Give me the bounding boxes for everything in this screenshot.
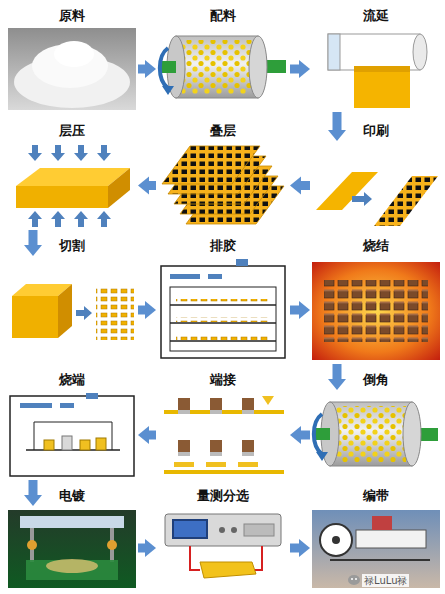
step-label: 叠层 <box>148 122 298 139</box>
arrow-shaft <box>148 181 156 190</box>
arrow-shaft <box>290 306 300 315</box>
arrow-head <box>145 301 156 319</box>
step-label: 电镀 <box>0 487 146 504</box>
process-step: 切割 <box>8 258 136 362</box>
arrow-head <box>138 177 149 195</box>
cut-block-and-chips <box>12 284 134 340</box>
arrow-shaft <box>300 431 310 440</box>
flow-arrow <box>290 177 310 195</box>
stacked-sheets <box>162 146 284 224</box>
process-step: 烧结 <box>312 258 440 362</box>
arrow-shaft <box>138 306 146 315</box>
step-label: 层压 <box>0 122 146 139</box>
flow-arrow <box>290 60 310 78</box>
process-step: 电镀 <box>8 508 136 588</box>
process-step: 原料 <box>8 28 136 110</box>
arrow-head <box>299 60 310 78</box>
flow-arrow <box>290 539 310 557</box>
process-step: 端接 <box>158 392 288 478</box>
arrow-head <box>24 245 42 256</box>
process-step: 倒角 <box>312 392 440 478</box>
arrow-shaft <box>148 431 156 440</box>
arrow-shaft <box>290 544 300 553</box>
arrow-head <box>299 539 310 557</box>
flow-arrow <box>24 480 42 506</box>
step-label: 烧结 <box>302 237 445 254</box>
arrow-shaft <box>138 544 146 553</box>
process-step: 排胶 <box>158 258 288 362</box>
lamination-press <box>16 145 130 227</box>
process-step: 配料 <box>158 28 288 110</box>
step-label: 端接 <box>148 371 298 388</box>
process-step: 层压 <box>8 143 136 228</box>
step-label: 量测分选 <box>148 487 298 504</box>
step-label: 倒角 <box>302 371 445 388</box>
flow-arrow <box>138 177 156 195</box>
flow-arrow <box>138 60 156 78</box>
arrow-head <box>328 130 346 141</box>
arrow-head <box>145 60 156 78</box>
arrow-shaft <box>138 65 146 74</box>
powder-photo <box>8 28 136 110</box>
flow-arrow <box>138 426 156 444</box>
arrow-shaft <box>290 65 300 74</box>
printed-sheets <box>316 172 438 226</box>
process-step: 量测分选 <box>158 508 288 588</box>
arrow-shaft <box>300 181 310 190</box>
step-label: 原料 <box>0 7 146 24</box>
arrow-head <box>290 426 301 444</box>
flow-arrow <box>138 301 156 319</box>
step-label: 烧端 <box>0 371 146 388</box>
arrow-head <box>145 539 156 557</box>
arrow-shaft <box>333 112 342 131</box>
wechat-icon <box>348 575 360 585</box>
arrow-shaft <box>333 364 342 380</box>
flow-arrow <box>24 230 42 256</box>
process-step: 流延 <box>312 28 440 110</box>
arrow-head <box>290 177 301 195</box>
arrow-head <box>328 379 346 390</box>
plating-line-photo <box>8 510 136 588</box>
step-label: 编带 <box>302 487 445 504</box>
ball-mill-drum <box>160 36 286 98</box>
termination-oven <box>10 393 134 476</box>
burnout-oven <box>161 259 285 358</box>
flow-arrow <box>328 112 346 141</box>
tape-casting-roll <box>328 34 427 108</box>
flow-arrow <box>138 539 156 557</box>
termination-dipping <box>164 396 284 474</box>
flow-arrow <box>328 364 346 390</box>
arrow-head <box>299 301 310 319</box>
arrow-shaft <box>29 230 38 246</box>
arrow-head <box>24 495 42 506</box>
process-step: 印刷 <box>312 143 440 228</box>
lcr-meter <box>165 514 281 578</box>
arrow-head <box>138 426 149 444</box>
chamfer-drum <box>314 402 438 466</box>
flow-arrow <box>290 426 310 444</box>
step-label: 流延 <box>302 7 445 24</box>
step-label: 切割 <box>0 237 146 254</box>
flow-arrow <box>290 301 310 319</box>
process-step: 烧端 <box>8 392 136 478</box>
process-step: 叠层 <box>158 143 288 228</box>
taping-machine-photo <box>312 510 440 588</box>
arrow-shaft <box>29 480 38 496</box>
watermark: 禄LuLu禄 <box>362 574 409 587</box>
step-label: 印刷 <box>302 122 445 139</box>
sintering-kiln <box>312 262 440 360</box>
step-label: 配料 <box>148 7 298 24</box>
step-label: 排胶 <box>148 237 298 254</box>
